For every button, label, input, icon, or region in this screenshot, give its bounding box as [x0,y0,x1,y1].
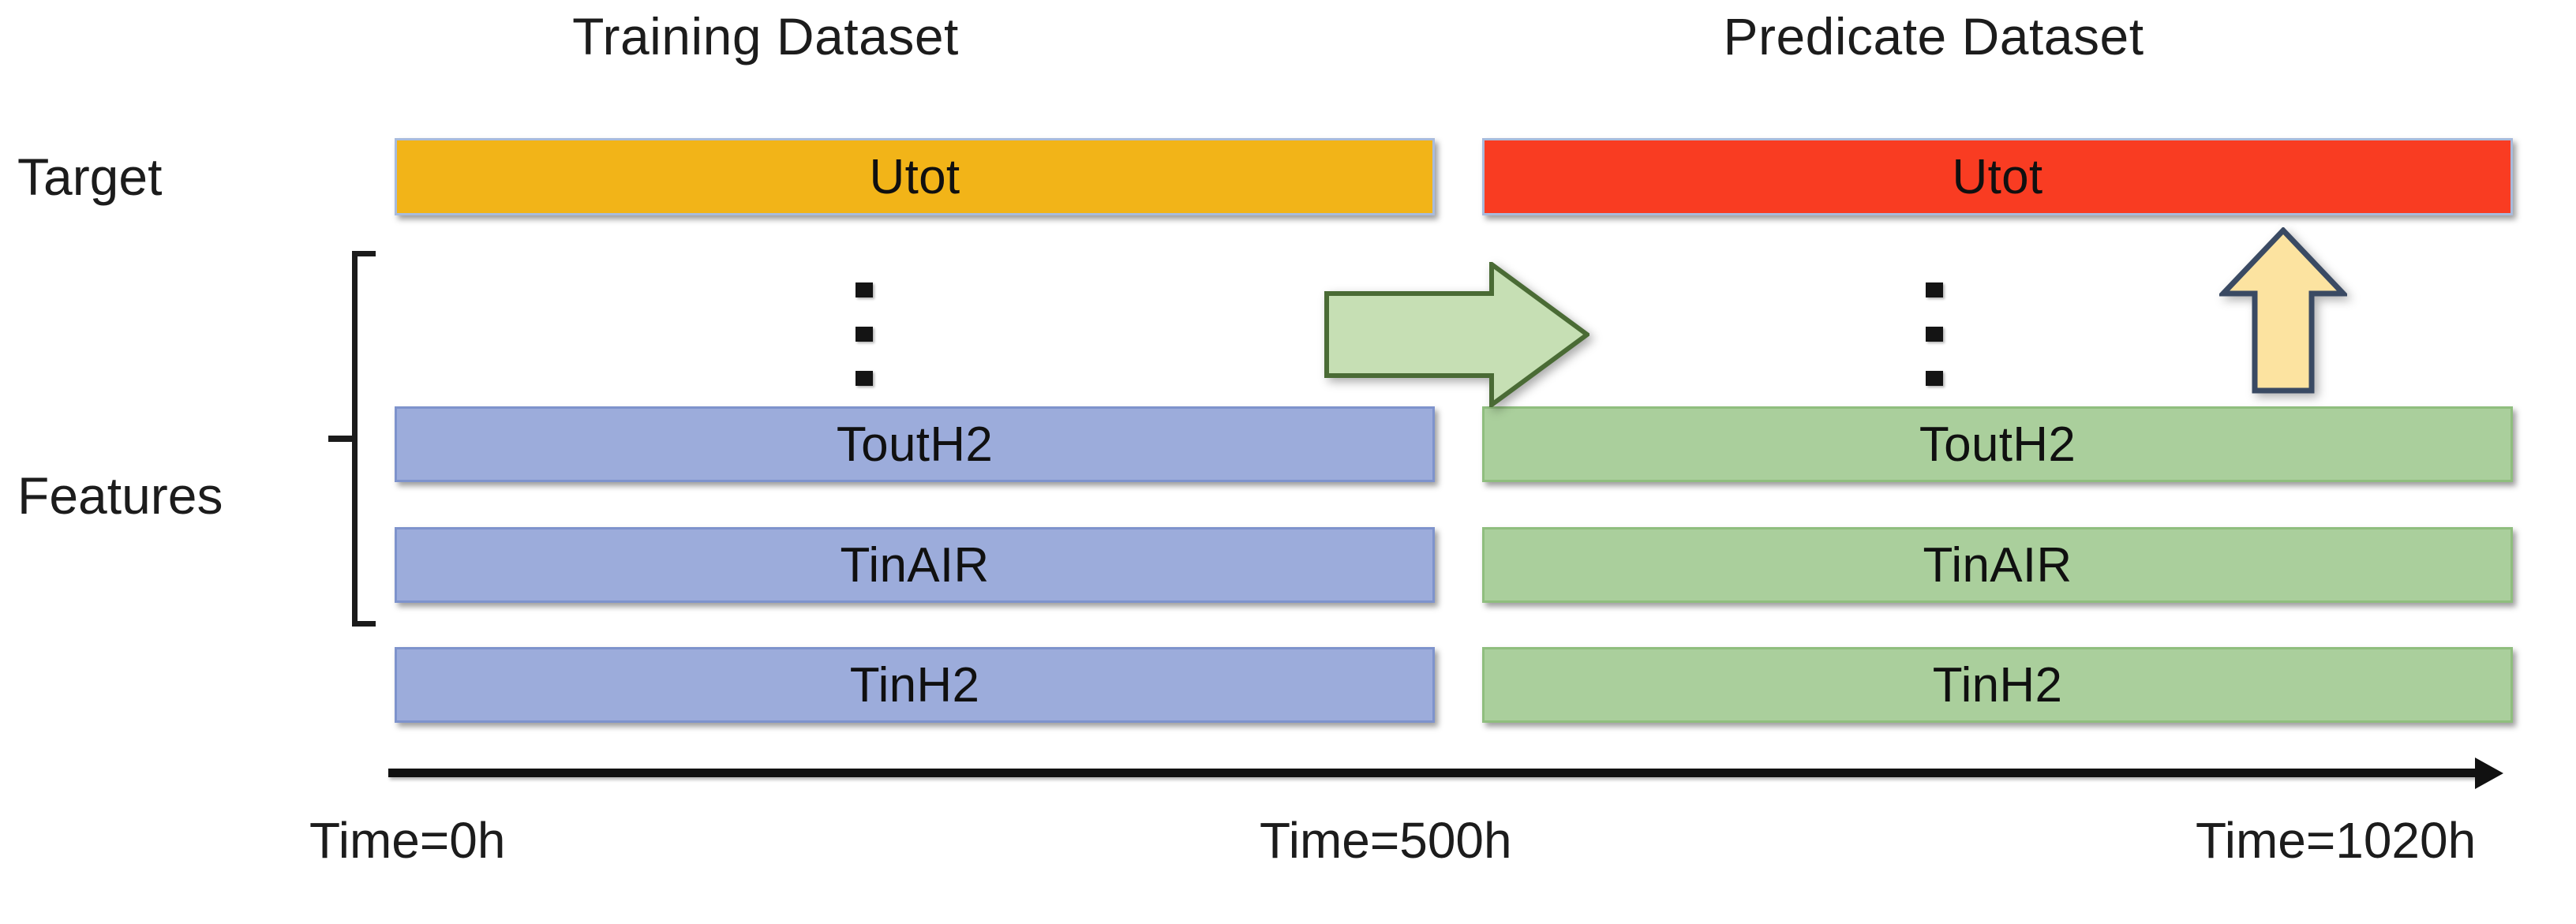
timeline-label-end: Time=1020h [2196,812,2477,869]
ellipsis-dot [1926,282,1943,297]
heading-training-dataset: Training Dataset [572,7,959,65]
row-label-features: Features [17,466,223,525]
timeline-axis [388,758,2503,789]
predicate-target-bar-utot[interactable]: Utot [1482,138,2513,215]
bracket-stem [352,251,358,627]
predicate-feature-bar-tinair[interactable]: TinAIR [1482,527,2513,603]
predicate-feature-bar-tinh2[interactable]: TinH2 [1482,647,2513,723]
row-label-target: Target [17,148,163,206]
training-feature-bar-touth2[interactable]: ToutH2 [395,406,1435,482]
ellipsis-dot [1926,371,1943,386]
predicate-ellipsis-icon [1926,282,1946,386]
right-arrow-icon [1324,262,1589,407]
bracket-cap-top [352,251,376,256]
training-feature-bar-tinair[interactable]: TinAIR [395,527,1435,603]
features-bracket [328,251,376,627]
heading-predicate-dataset: Predicate Dataset [1723,7,2144,65]
up-arrow-shape [2219,227,2347,394]
ellipsis-dot [856,371,873,386]
training-feature-bar-tinh2[interactable]: TinH2 [395,647,1435,723]
ellipsis-dot [1926,327,1943,342]
up-arrow-icon [2219,227,2347,394]
training-ellipsis-icon [856,282,876,386]
right-arrow-shape [1324,262,1589,407]
predicate-feature-bar-touth2[interactable]: ToutH2 [1482,406,2513,482]
bracket-cap-bottom [352,621,376,627]
timeline-arrowhead-icon [2475,758,2503,789]
training-target-bar-utot[interactable]: Utot [395,138,1435,215]
timeline-axis-line [388,769,2477,777]
ellipsis-dot [856,327,873,342]
timeline-label-split: Time=500h [1260,812,1512,869]
bracket-mid-tick [328,436,352,442]
timeline-label-start: Time=0h [309,812,506,869]
ellipsis-dot [856,282,873,297]
